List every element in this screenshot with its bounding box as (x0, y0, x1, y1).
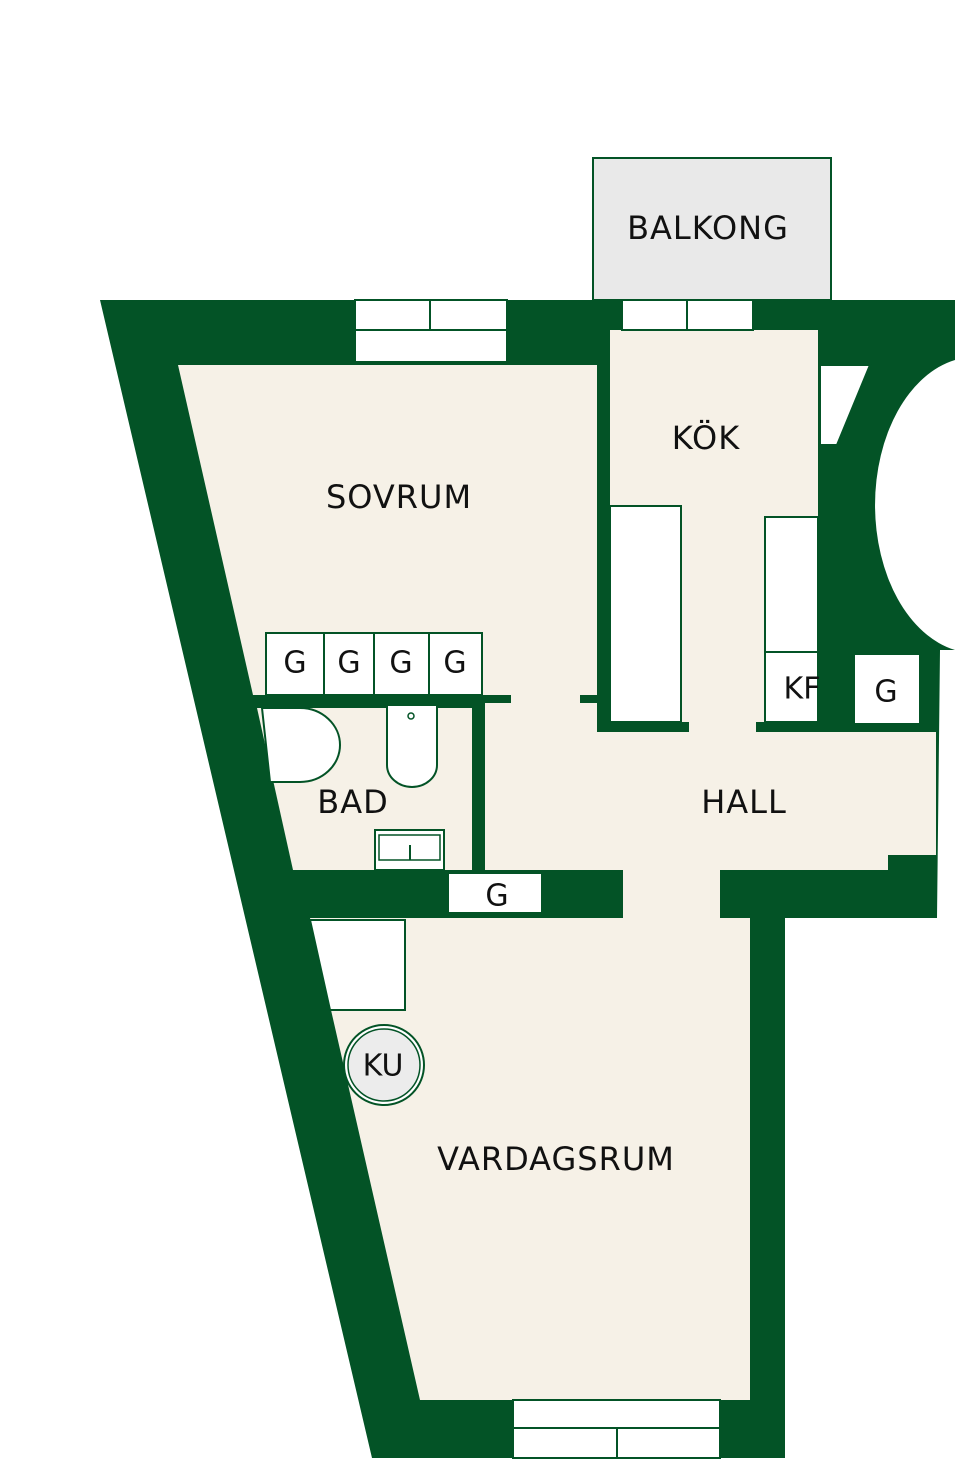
room-label-sovrum: SOVRUM (326, 478, 472, 516)
window-sovrum (354, 299, 508, 363)
room-label-kok: KÖK (672, 419, 740, 457)
wall-sovrum-bad (253, 695, 511, 703)
bay-opening (819, 364, 872, 446)
wall-sovrum-stub (580, 695, 600, 703)
wall-sovrum-kok (597, 360, 609, 732)
wardrobe-label-2: G (337, 646, 360, 681)
floor-hall (485, 695, 936, 870)
fridge-freezer (764, 651, 819, 723)
kitchen-counter-right (764, 516, 819, 653)
bay-round-wall (875, 360, 955, 650)
shower-icon (260, 707, 341, 783)
interior-wall-hall-living-right (722, 870, 785, 918)
hall-corner-block (888, 855, 936, 873)
wall-between-kf-g (838, 650, 852, 732)
kitchen-counter-left (609, 505, 682, 723)
toilet-icon (386, 704, 438, 788)
window-vardagsrum (512, 1399, 721, 1459)
floor-sovrum (178, 365, 597, 695)
sink-icon (374, 829, 445, 871)
wardrobe-label-4: G (443, 646, 466, 681)
room-label-bad: BAD (317, 783, 388, 821)
floor-vardagsrum (310, 870, 750, 1400)
room-label-hall: HALL (701, 783, 787, 821)
room-label-vardagsrum: VARDAGSRUM (437, 1140, 675, 1178)
tiled-stove-inner (347, 1028, 421, 1102)
room-label-balkong: BALKONG (627, 209, 789, 247)
hall-shelf-label: G (485, 879, 508, 914)
wall-bad-hall-lower (472, 800, 483, 872)
hall-wardrobe (853, 653, 921, 725)
hall-shelf (447, 872, 543, 914)
wardrobe-label-3: G (389, 646, 412, 681)
balcony (592, 157, 832, 301)
wall-kok-bottom-left (597, 722, 689, 732)
hall-wardrobe-label: G (874, 675, 897, 710)
wall-bad-hall-upper (472, 695, 483, 722)
window-kok (621, 299, 754, 331)
wardrobe-label-1: G (283, 646, 306, 681)
fridge-freezer-label: KF (784, 672, 821, 707)
tiled-stove-label: KU (363, 1049, 404, 1084)
bedroom-wardrobes (265, 632, 483, 696)
toilet-flush-icon (407, 712, 415, 720)
living-closet (308, 919, 406, 1011)
